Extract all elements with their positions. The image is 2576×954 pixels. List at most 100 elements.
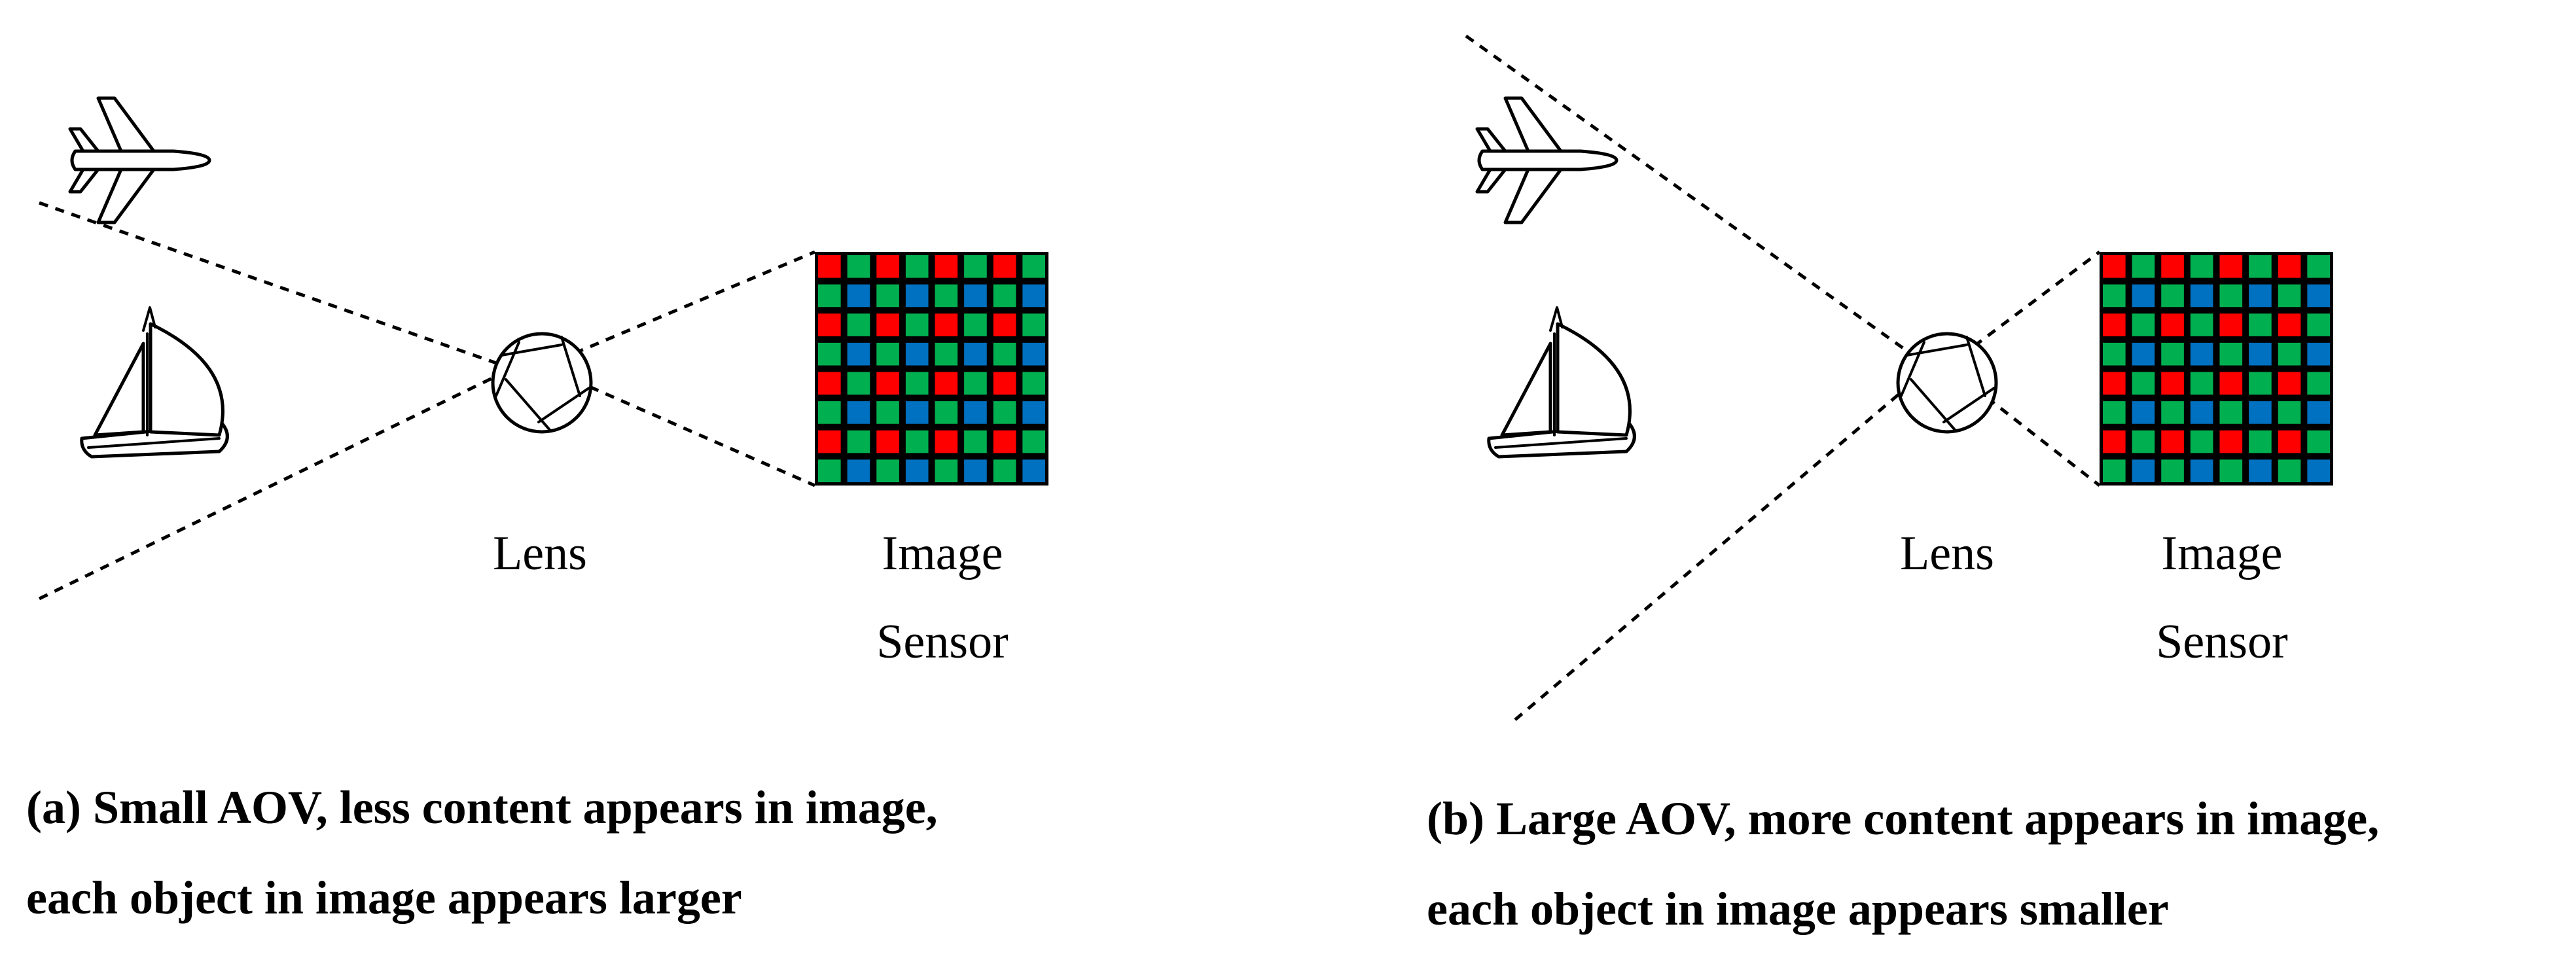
sensor-label-line2: Sensor <box>2156 615 2287 669</box>
sensor-pixel <box>2219 459 2243 482</box>
sensor-pixel <box>818 459 841 482</box>
sensor-pixel <box>1022 255 1045 278</box>
sensor-label-line1: Image <box>2162 527 2283 580</box>
sensor-pixel <box>2103 313 2126 336</box>
sensor-pixel <box>1022 284 1045 308</box>
sensor-pixel <box>993 459 1016 482</box>
sensor-pixel <box>2278 430 2301 453</box>
sensor-pixel <box>2249 459 2272 482</box>
sensor-pixel <box>847 313 870 336</box>
sensor-pixel <box>2190 430 2213 453</box>
sensor-pixel <box>818 372 841 395</box>
sensor-pixel <box>847 284 870 308</box>
sensor-pixel <box>2219 342 2243 366</box>
sensor-pixel <box>2307 401 2330 424</box>
sensor-pixel <box>2219 430 2243 453</box>
sensor-pixel <box>847 342 870 366</box>
sensor-pixel <box>876 430 899 453</box>
image-sensor-grid <box>2100 252 2333 486</box>
ray-to-sensor-top <box>543 250 815 368</box>
sensor-pixel <box>2249 372 2272 395</box>
sensor-pixel <box>818 430 841 453</box>
sensor-pixel <box>935 459 958 482</box>
sensor-pixel <box>2132 459 2155 482</box>
sensor-pixel <box>818 255 841 278</box>
sensor-pixel <box>905 401 929 424</box>
sensor-pixel <box>2249 284 2272 308</box>
sensor-pixel <box>876 372 899 395</box>
sensor-pixel <box>935 372 958 395</box>
lens-aperture-icon <box>1898 334 1996 432</box>
sensor-pixel <box>2161 372 2184 395</box>
sensor-pixel <box>964 313 987 336</box>
image-sensor-grid <box>815 252 1048 486</box>
sensor-pixel <box>2219 255 2243 278</box>
sensor-pixel <box>2278 372 2301 395</box>
sensor-pixel <box>993 342 1016 366</box>
sensor-pixel <box>2278 342 2301 366</box>
sensor-pixel <box>2307 284 2330 308</box>
sensor-pixel <box>935 430 958 453</box>
sensor-pixel <box>935 313 958 336</box>
sensor-pixel <box>2307 313 2330 336</box>
panel-b: Lens Image Sensor <box>1465 34 2333 721</box>
sensor-pixel <box>2249 401 2272 424</box>
sensor-pixel <box>847 430 870 453</box>
sensor-pixel <box>818 313 841 336</box>
sensor-pixel <box>964 342 987 366</box>
sensor-pixel <box>2249 255 2272 278</box>
sensor-label-line1: Image <box>882 527 1003 580</box>
sensor-pixel <box>993 430 1016 453</box>
sensor-pixel <box>964 255 987 278</box>
airplane-icon <box>1477 98 1617 222</box>
sensor-pixel <box>2161 459 2184 482</box>
sensor-pixel <box>2161 313 2184 336</box>
sensor-pixel <box>905 372 929 395</box>
ray-lower-incoming <box>38 351 545 601</box>
ray-upper-incoming <box>39 201 544 381</box>
sensor-pixel <box>905 430 929 453</box>
sensor-pixel <box>2249 430 2272 453</box>
lens-label: Lens <box>493 527 587 580</box>
caption-b-line2: each object in image appears smaller <box>1427 883 2169 935</box>
lens-aperture-icon <box>493 334 591 432</box>
sensor-pixel <box>935 255 958 278</box>
ray-to-sensor-bottom <box>542 364 816 487</box>
ray-to-sensor-top <box>1946 251 2101 368</box>
panel-a: Lens Image Sensor <box>38 98 1048 669</box>
airplane-icon <box>70 98 209 222</box>
sensor-pixel <box>2103 255 2126 278</box>
sensor-pixel <box>847 401 870 424</box>
sensor-pixel <box>2307 342 2330 366</box>
sensor-pixel <box>1022 430 1045 453</box>
sensor-pixel <box>2103 342 2126 366</box>
sensor-pixel <box>993 372 1016 395</box>
sensor-pixel <box>2190 255 2213 278</box>
sensor-pixel <box>2103 430 2126 453</box>
sensor-pixel <box>847 255 870 278</box>
sensor-pixel <box>2103 459 2126 482</box>
sensor-pixel <box>2219 372 2243 395</box>
sensor-pixel <box>964 459 987 482</box>
sensor-label-line2: Sensor <box>876 615 1008 669</box>
sailboat-icon <box>82 308 228 457</box>
sensor-pixel <box>2132 342 2155 366</box>
lens-label: Lens <box>1900 527 1994 580</box>
sensor-pixel <box>1022 372 1045 395</box>
sensor-pixel <box>2190 342 2213 366</box>
sensor-pixel <box>935 284 958 308</box>
sensor-pixel <box>993 401 1016 424</box>
sensor-pixel <box>2278 313 2301 336</box>
sensor-pixel <box>2278 401 2301 424</box>
sensor-pixel <box>2307 459 2330 482</box>
sensor-pixel <box>2278 255 2301 278</box>
sensor-pixel <box>1022 401 1045 424</box>
sensor-pixel <box>2161 342 2184 366</box>
caption-b-line1: (b) Large AOV, more content appears in i… <box>1427 792 2380 845</box>
caption-b: (b) Large AOV, more content appears in i… <box>1427 773 2379 954</box>
caption-a-line1: (a) Small AOV, less content appears in i… <box>26 781 938 834</box>
sensor-pixel <box>1022 342 1045 366</box>
sensor-pixel <box>2190 313 2213 336</box>
sensor-pixel <box>876 459 899 482</box>
